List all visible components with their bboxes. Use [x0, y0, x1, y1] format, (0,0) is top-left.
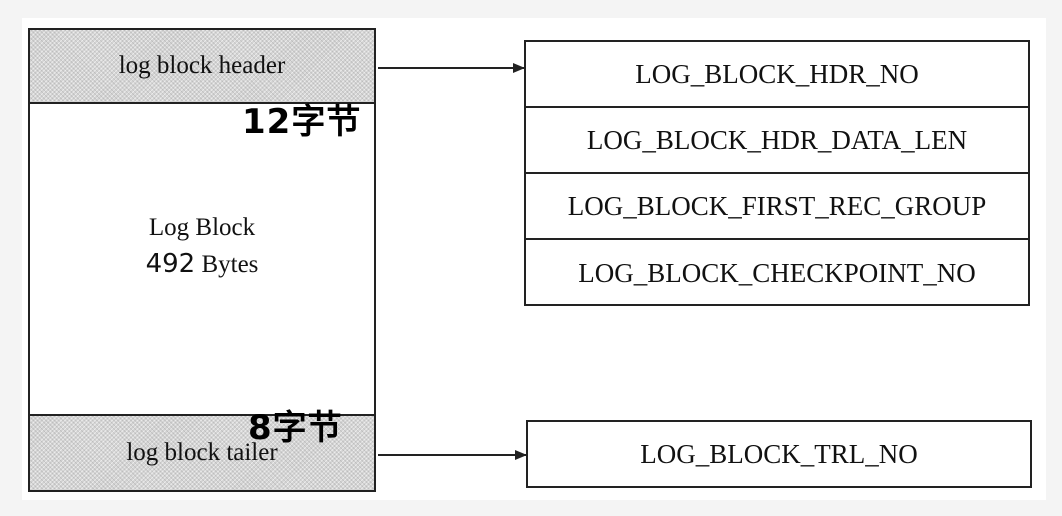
- header-field-row: LOG_BLOCK_HDR_DATA_LEN: [526, 108, 1028, 174]
- header-size-label: 12字节: [242, 102, 362, 142]
- body-size: 492 Bytes: [30, 246, 374, 283]
- header-field-row: LOG_BLOCK_HDR_NO: [526, 42, 1028, 108]
- log-block: log block header Log Block 492 Bytes log…: [28, 28, 376, 492]
- header-field-row: LOG_BLOCK_FIRST_REC_GROUP: [526, 174, 1028, 240]
- trailer-label: log block tailer: [126, 439, 278, 466]
- header-fields-table: LOG_BLOCK_HDR_NO LOG_BLOCK_HDR_DATA_LEN …: [524, 40, 1030, 306]
- body-title: Log Block: [148, 214, 256, 241]
- log-block-header: log block header: [30, 30, 374, 104]
- body-size-unit: Bytes: [201, 251, 259, 278]
- header-label: log block header: [118, 52, 286, 79]
- header-field-row: LOG_BLOCK_CHECKPOINT_NO: [578, 257, 976, 288]
- trailer-field-row: LOG_BLOCK_TRL_NO: [640, 438, 918, 469]
- trailer-fields-table: LOG_BLOCK_TRL_NO: [526, 420, 1032, 488]
- log-block-body: Log Block 492 Bytes: [30, 210, 374, 283]
- body-size-number: 492: [145, 249, 196, 279]
- log-block-trailer: log block tailer: [30, 414, 374, 490]
- trailer-size-label: 8字节: [248, 408, 343, 448]
